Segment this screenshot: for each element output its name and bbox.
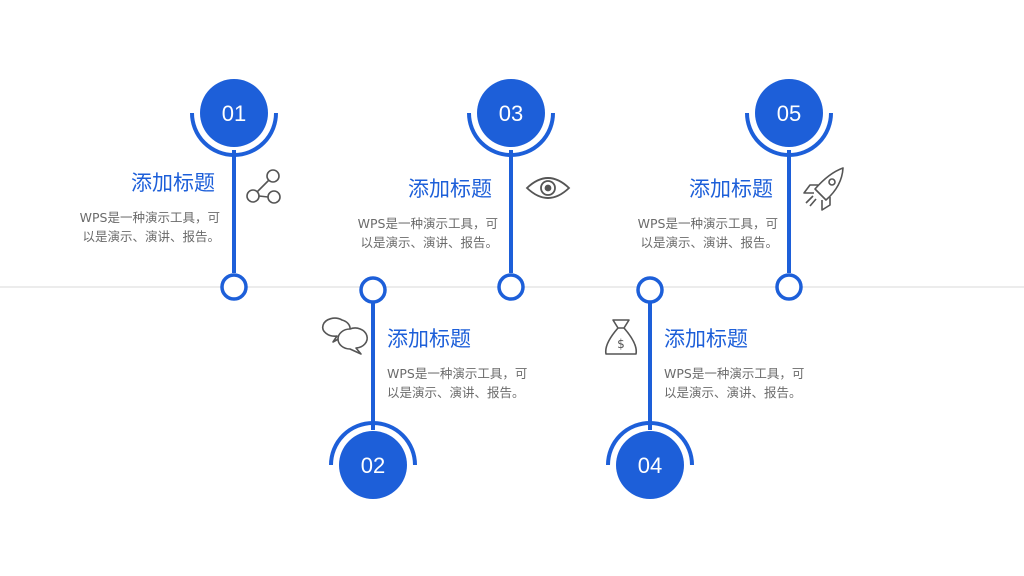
share-nodes-icon: [246, 169, 281, 204]
step-03-badge: [477, 79, 545, 147]
step-01-desc-line1: WPS是一种演示工具，可: [79, 210, 220, 225]
step-03-desc-line1: WPS是一种演示工具，可: [357, 216, 498, 231]
step-01-arc: [190, 112, 278, 157]
step-04-number: 04: [638, 453, 662, 478]
step-02-node: [359, 276, 387, 304]
step-01-title: 添加标题: [131, 171, 215, 195]
step-04-title: 添加标题: [664, 327, 748, 351]
step-05-description: WPS是一种演示工具，可 以是演示、演讲、报告。: [598, 214, 778, 252]
step-04-arc: [606, 421, 694, 466]
step-04-desc-line2: 以是演示、演讲、报告。: [664, 385, 802, 400]
chat-bubbles-icon: [322, 317, 368, 355]
step-04-description: WPS是一种演示工具，可 以是演示、演讲、报告。: [664, 364, 854, 402]
step-03-desc-line2: 以是演示、演讲、报告。: [360, 235, 498, 250]
step-03-arc: [467, 112, 555, 157]
step-02-badge: [339, 431, 407, 499]
step-02-number: 02: [361, 453, 385, 478]
step-04-desc-line1: WPS是一种演示工具，可: [664, 366, 805, 381]
step-04-graphic: [606, 276, 694, 499]
step-05-node: [775, 273, 803, 301]
step-03-graphic: [467, 79, 555, 301]
step-02-desc-line1: WPS是一种演示工具，可: [387, 366, 528, 381]
step-05-title: 添加标题: [689, 177, 773, 201]
step-05-desc-line2: 以是演示、演讲、报告。: [640, 235, 778, 250]
step-01-badge: [200, 79, 268, 147]
step-01-graphic: [190, 79, 278, 301]
step-02-arc: [329, 421, 417, 466]
money-bag-icon: $: [604, 319, 638, 355]
svg-text:$: $: [617, 337, 625, 351]
step-01-description: WPS是一种演示工具，可 以是演示、演讲、报告。: [40, 208, 220, 246]
step-05-arc: [745, 112, 833, 157]
step-03-node: [497, 273, 525, 301]
step-01-node: [220, 273, 248, 301]
step-03-title: 添加标题: [408, 177, 492, 201]
step-03-number: 03: [499, 101, 523, 126]
rocket-icon: [803, 167, 844, 211]
step-03-description: WPS是一种演示工具，可 以是演示、演讲、报告。: [318, 214, 498, 252]
step-05-badge: [755, 79, 823, 147]
step-05-desc-line1: WPS是一种演示工具，可: [637, 216, 778, 231]
step-01-number: 01: [222, 101, 246, 126]
step-02-desc-line2: 以是演示、演讲、报告。: [387, 385, 525, 400]
eye-icon: [525, 177, 571, 199]
step-01-desc-line2: 以是演示、演讲、报告。: [82, 229, 220, 244]
step-04-node: [636, 276, 664, 304]
step-02-description: WPS是一种演示工具，可 以是演示、演讲、报告。: [387, 364, 577, 402]
step-05-graphic: [745, 79, 833, 301]
step-05-number: 05: [777, 101, 801, 126]
step-04-badge: [616, 431, 684, 499]
step-02-graphic: [329, 276, 417, 499]
step-02-title: 添加标题: [387, 327, 471, 351]
